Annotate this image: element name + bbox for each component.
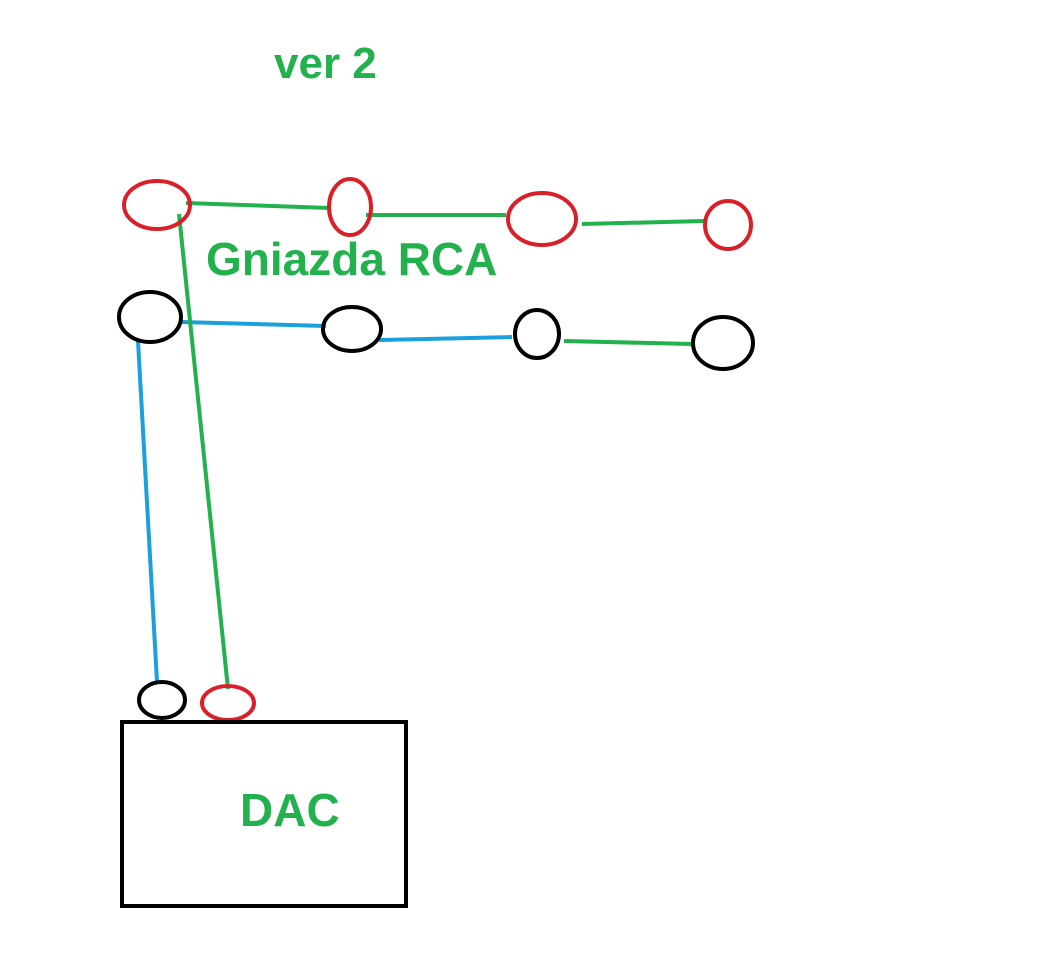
dac-box [120,720,408,908]
rca-socket-red-2 [327,177,373,237]
wire-red1-red2 [185,201,331,210]
dac-socket-red [200,684,256,722]
rca-socket-red-4 [703,199,753,251]
rca-socket-black-1 [117,290,183,344]
rca-socket-red-1 [122,179,192,231]
wire-black2-black3 [378,335,513,342]
title-label: ver 2 [274,39,377,88]
rca-socket-black-3 [513,308,561,360]
wire-red3-red4 [581,219,705,226]
wire-red1-dac [177,213,230,690]
wire-black1-black2 [180,320,327,328]
rca-socket-black-4 [691,315,755,371]
rca-socket-red-3 [506,191,578,247]
dac-label: DAC [240,784,340,836]
wire-black3-black4 [563,339,693,346]
rca-socket-black-2 [321,305,383,353]
wire-black1-dac [136,340,159,683]
dac-socket-black [137,680,187,720]
rca-sockets-label: Gniazda RCA [206,233,497,285]
